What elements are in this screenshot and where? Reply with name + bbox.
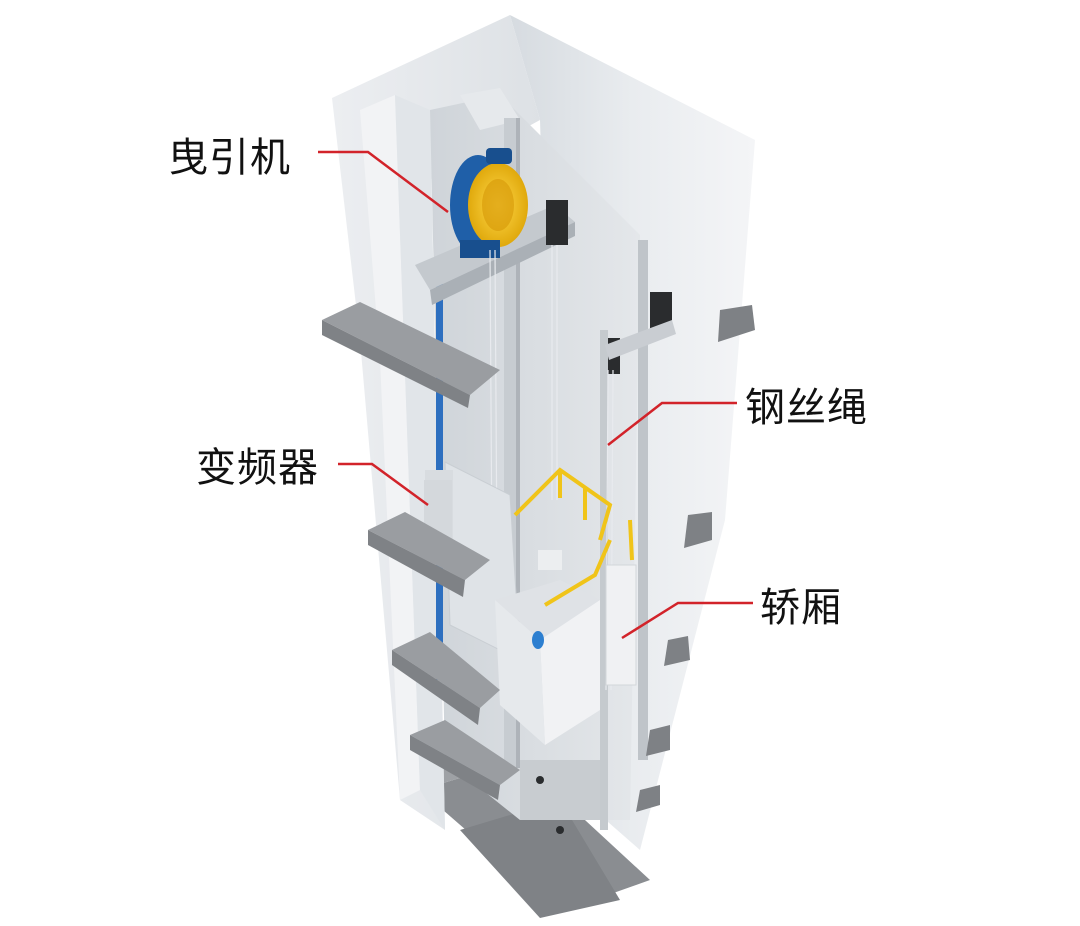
leader-lines [318,150,753,640]
label-car: 轿厢 [760,585,842,631]
label-wire-rope: 钢丝绳 [745,385,868,431]
counterweight [605,564,637,686]
traction-machine-graphic [450,148,528,258]
leader-line-inverter [338,462,429,507]
floor-slabs-right [636,305,755,812]
leader-line-wire-rope [607,401,737,446]
guide-rail [638,240,648,760]
pit-buffers [520,760,600,834]
label-traction-machine: 曳引机 [168,135,291,181]
elevator-car [495,467,634,745]
leader-line-car [621,601,753,640]
leader-line-traction-machine [318,150,449,213]
label-inverter: 变频器 [196,445,319,491]
shaft-front-pillar [360,95,420,800]
floor-slabs-left [322,302,520,800]
